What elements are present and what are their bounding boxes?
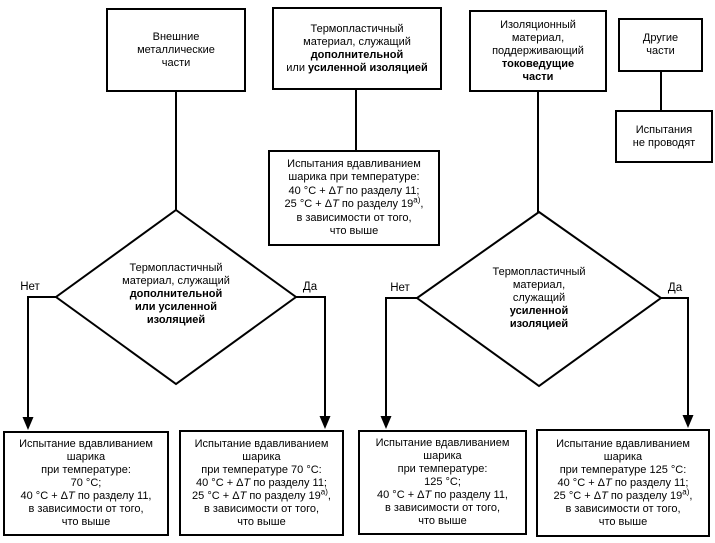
decision-diamond-left	[54, 208, 298, 386]
arrowhead-test125-combined	[682, 415, 694, 428]
arrowhead-test125	[380, 416, 392, 429]
branch-label-no-left: Нет	[20, 281, 40, 293]
decision-diamond-right	[415, 210, 663, 388]
arrowhead-test70-combined	[319, 416, 331, 429]
branch-label-yes-right: Да	[667, 282, 683, 294]
branch-label-yes-left: Да	[302, 281, 318, 293]
connector-yes-left	[296, 296, 326, 418]
branch-label-no-right: Нет	[390, 282, 410, 294]
connector-no-left	[27, 296, 56, 419]
connector-no-right	[385, 297, 417, 419]
arrowhead-test70	[22, 417, 34, 430]
connector-yes-right	[661, 297, 689, 418]
